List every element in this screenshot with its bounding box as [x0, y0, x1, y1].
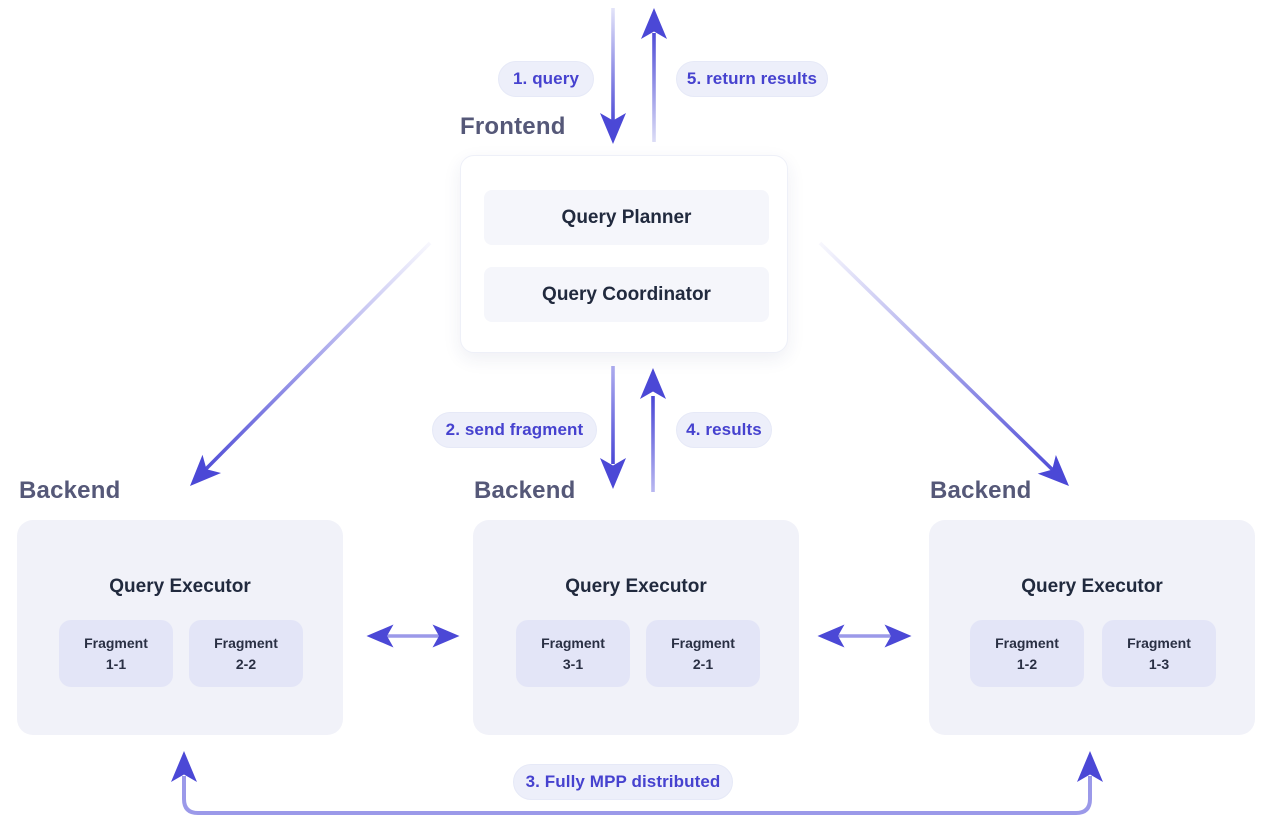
frontend-card: Query Planner Query Coordinator — [460, 155, 788, 353]
query-executor-title: Query Executor — [565, 576, 707, 597]
fragment-name: Fragment — [1127, 634, 1191, 651]
mpp-distributed-connector — [171, 751, 1103, 815]
backend-left-card: Query Executor Fragment 1-1 Fragment 2-2 — [17, 520, 343, 735]
fragment-id: 2-1 — [692, 655, 714, 672]
backend-right-label: Backend — [930, 477, 1032, 504]
step2-send-fragment-badge: 2. send fragment — [432, 412, 597, 448]
fragment-name: Fragment — [671, 634, 735, 651]
backend-exchange-arrow-left — [366, 624, 460, 648]
backend-left-label: Backend — [19, 477, 121, 504]
fragment-name: Fragment — [541, 634, 605, 651]
backend-exchange-arrow-right — [817, 624, 912, 648]
fragment-id: 3-1 — [562, 655, 584, 672]
fragment-name: Fragment — [214, 634, 278, 651]
fragment-id: 1-1 — [105, 655, 127, 672]
query-executor-title: Query Executor — [109, 576, 251, 597]
backend-middle-label: Backend — [474, 477, 576, 504]
fragment-box-1-2: Fragment 1-2 — [970, 620, 1084, 687]
fragment-id: 1-3 — [1148, 655, 1170, 672]
fragment-box-3-1: Fragment 3-1 — [516, 620, 630, 687]
backend-middle-card: Query Executor Fragment 3-1 Fragment 2-1 — [473, 520, 799, 735]
frontend-to-left-backend-arrow — [180, 241, 432, 496]
step4-results-badge: 4. results — [676, 412, 772, 448]
fragment-box-2-1: Fragment 2-1 — [646, 620, 760, 687]
query-coordinator-label: Query Coordinator — [542, 283, 711, 305]
fragment-box-1-3: Fragment 1-3 — [1102, 620, 1216, 687]
step5-return-results-badge: 5. return results — [676, 61, 828, 97]
fragment-name: Fragment — [995, 634, 1059, 651]
frontend-label: Frontend — [460, 113, 566, 140]
fragment-name: Fragment — [84, 634, 148, 651]
return-results-up-arrow — [641, 8, 667, 142]
fragment-box-2-2: Fragment 2-2 — [189, 620, 303, 687]
backend-right-card: Query Executor Fragment 1-2 Fragment 1-3 — [929, 520, 1255, 735]
query-planner-label: Query Planner — [561, 206, 692, 228]
send-fragment-down-arrow — [600, 366, 626, 489]
query-executor-title: Query Executor — [1021, 576, 1163, 597]
fragment-id: 1-2 — [1016, 655, 1038, 672]
fragment-box-1-1: Fragment 1-1 — [59, 620, 173, 687]
step1-query-badge: 1. query — [498, 61, 594, 97]
frontend-to-right-backend-arrow — [818, 241, 1079, 496]
query-planner-box: Query Planner — [484, 190, 769, 245]
results-up-arrow — [640, 368, 666, 492]
fragment-id: 2-2 — [235, 655, 257, 672]
step3-fully-mpp-distributed-badge: 3. Fully MPP distributed — [513, 764, 733, 800]
query-coordinator-box: Query Coordinator — [484, 267, 769, 322]
query-down-arrow — [600, 8, 626, 144]
